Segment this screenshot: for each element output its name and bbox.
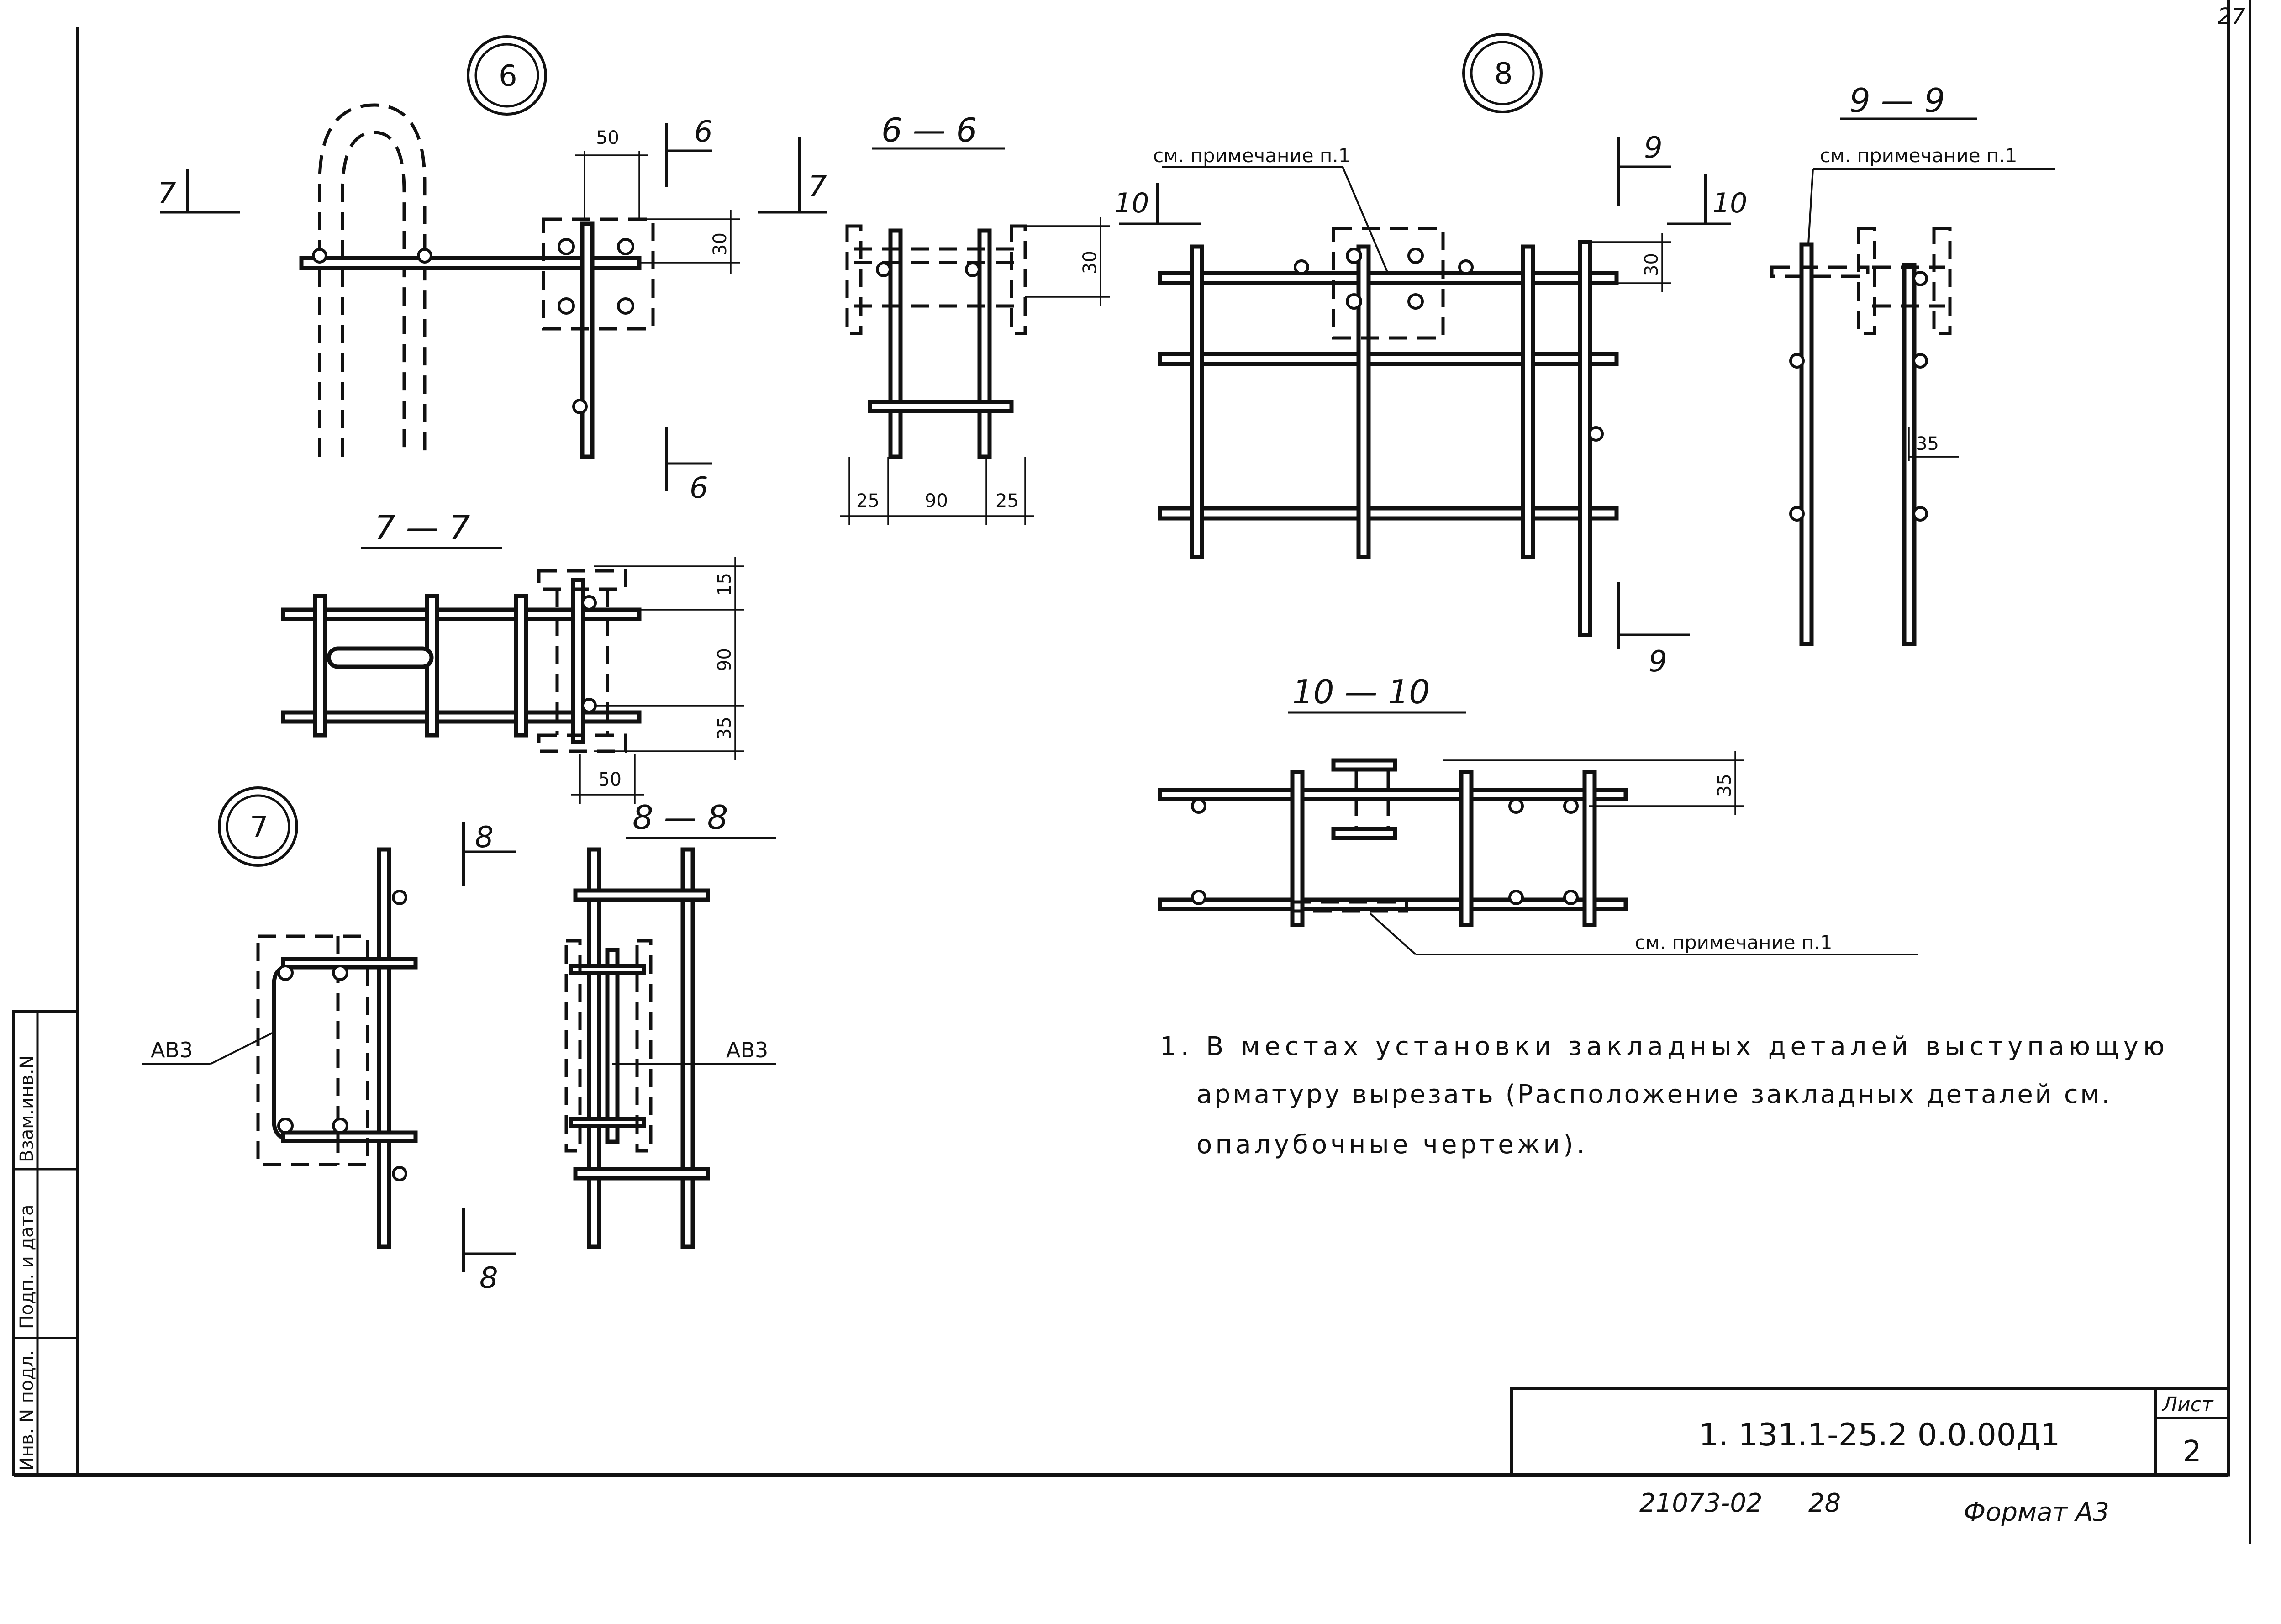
note-line-1: 1. В местах установки закладных деталей …	[1160, 1032, 2165, 1061]
dim-77-35: 35	[714, 717, 735, 740]
marker-6-bottom: 6	[690, 471, 708, 505]
callout-7: 7	[250, 811, 269, 844]
marker-8-bottom: 8	[479, 1261, 498, 1295]
section-7-7-title: 7 — 7	[374, 508, 470, 547]
detail-6-drawing	[160, 35, 827, 491]
sheet-frame	[14, 0, 2251, 1544]
footer-archive-number: 21073-02	[1639, 1488, 1763, 1518]
marker-10-left: 10	[1114, 187, 1149, 219]
dim-66-30: 30	[1080, 251, 1101, 274]
section-10-10-title: 10 — 10	[1292, 673, 1430, 711]
dim-1010-35: 35	[1714, 774, 1735, 797]
callout-6: 6	[499, 59, 517, 93]
dim-99-35: 35	[1916, 433, 1939, 454]
stamp-podp-data: Подп. и дата	[16, 1205, 37, 1329]
note-ref-section-9-9: см. примечание п.1	[1820, 144, 2017, 167]
section-6-6-title: 6 — 6	[881, 111, 977, 149]
marker-9-bottom: 9	[1649, 645, 1667, 679]
dim-77-15: 15	[714, 573, 735, 596]
section-8-8-drawing	[564, 837, 776, 1249]
section-8-8-title: 8 — 8	[632, 798, 728, 837]
dim-66-25-right: 25	[996, 490, 1019, 511]
stamp-inv-podl: Инв. N подл.	[16, 1350, 37, 1471]
section-7-7-drawing	[281, 547, 744, 804]
title-block-sheet-label: Лист	[2161, 1393, 2214, 1416]
marker-6-top: 6	[694, 115, 713, 149]
note-ref-section-10-10: см. примечание п.1	[1635, 931, 1832, 954]
dim-6-30: 30	[710, 232, 731, 256]
dim-77-90: 90	[714, 648, 735, 671]
title-block-code: 1. 131.1-25.2 0.0.00Д1	[1699, 1417, 2060, 1453]
section-10-10-drawing	[1158, 711, 1918, 955]
dim-6-50: 50	[596, 127, 619, 148]
dim-66-90: 90	[925, 490, 948, 511]
note-line-3: опалубочные чертежи).	[1196, 1130, 1585, 1160]
title-block	[1510, 1387, 2230, 1477]
stamp-vzam-inv: Взам.инв.N	[16, 1055, 37, 1162]
corner-page-number: 27	[2218, 4, 2246, 29]
dim-8-30: 30	[1641, 253, 1662, 276]
note-line-2: арматуру вырезать (Расположение закладны…	[1196, 1080, 2110, 1109]
title-block-sheet-number: 2	[2183, 1435, 2202, 1469]
note-ref-detail-8: см. примечание п.1	[1153, 144, 1350, 167]
marker-10-right: 10	[1712, 187, 1747, 219]
section-6-6-drawing	[840, 147, 1110, 525]
section-9-9-title: 9 — 9	[1849, 81, 1945, 120]
section-9-9-drawing	[1770, 117, 2055, 646]
footer-page: 28	[1808, 1488, 1841, 1518]
left-stamp	[12, 1010, 79, 1476]
marker-8-top: 8	[475, 821, 494, 854]
dim-66-25-left: 25	[856, 490, 880, 511]
detail-8-drawing	[1119, 33, 1731, 649]
label-ab3-left: АВ3	[151, 1038, 193, 1062]
marker-7-right: 7	[808, 170, 827, 204]
callout-8: 8	[1494, 57, 1513, 91]
footer-format: Формат А3	[1964, 1497, 2109, 1527]
label-ab3-right: АВ3	[726, 1038, 768, 1062]
dim-77-50: 50	[598, 769, 622, 790]
detail-7-drawing	[142, 786, 516, 1272]
marker-7-left: 7	[158, 177, 176, 211]
marker-9-top: 9	[1644, 131, 1663, 165]
